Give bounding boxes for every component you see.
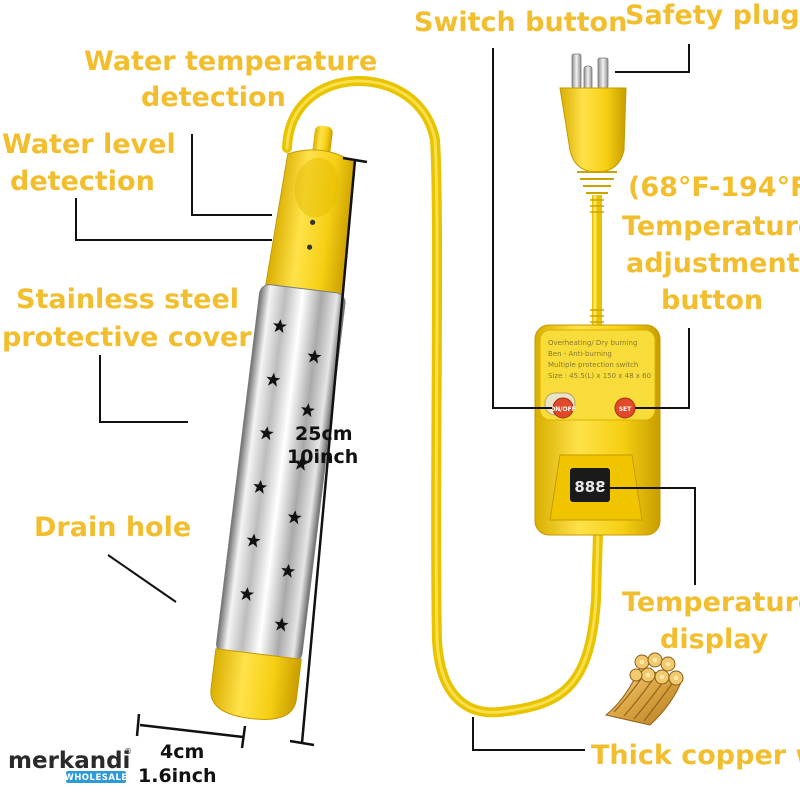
watermark-brand: merkandi bbox=[8, 748, 130, 774]
merkandi-watermark: merkandi ® WHOLESALE bbox=[8, 747, 132, 783]
label-temp-adjust-1: Temperature bbox=[622, 211, 800, 242]
label-water-level-1: Water level bbox=[2, 129, 176, 160]
dimension-lines bbox=[135, 156, 368, 749]
label-stainless-1: Stainless steel bbox=[16, 284, 239, 315]
label-water-level-2: detection bbox=[10, 166, 155, 197]
switch-button-text: ON/OFF bbox=[550, 406, 576, 413]
dimension-length-cm: 25cm bbox=[295, 423, 353, 445]
label-drain-hole: Drain hole bbox=[34, 512, 191, 543]
label-safety-plug: Safety plug bbox=[625, 0, 800, 31]
temperature-adjustment-button-text: SET bbox=[619, 406, 632, 413]
label-temp-adjust-3: button bbox=[661, 285, 763, 316]
label-water-temperature-2: detection bbox=[141, 82, 286, 113]
heater-element bbox=[210, 125, 354, 720]
dimension-width-cm: 4cm bbox=[160, 741, 204, 763]
control-print-4: Size : 45.5(L) x 150 x 48 x 60 bbox=[548, 372, 651, 380]
label-temp-display-2: display bbox=[660, 624, 769, 655]
control-print-3: Multiple protection switch bbox=[548, 361, 638, 369]
temperature-display-value: 888 bbox=[574, 478, 605, 496]
label-temp-range: (68°F-194°F) bbox=[628, 172, 800, 203]
label-temp-adjust-2: adjustment bbox=[626, 248, 800, 279]
watermark-registered: ® bbox=[124, 747, 132, 756]
cord-strain-relief bbox=[590, 199, 604, 323]
temperature-display bbox=[570, 468, 610, 502]
copper-wire-bundle bbox=[604, 652, 684, 726]
label-switch-button: Switch button bbox=[414, 7, 627, 38]
label-water-temperature-1: Water temperature bbox=[84, 46, 377, 77]
label-temp-display-1: Temperature bbox=[622, 587, 800, 618]
label-stainless-2: protective cover bbox=[2, 322, 252, 353]
safety-plug bbox=[559, 53, 627, 194]
callout-lines bbox=[75, 44, 696, 751]
control-print-2: Ben - Anti-burning bbox=[548, 350, 612, 358]
label-thick-copper-wire: Thick copper wire bbox=[591, 740, 800, 771]
switch-button[interactable] bbox=[552, 397, 574, 419]
control-box: Overheating/ Dry burning Ben - Anti-burn… bbox=[534, 324, 661, 536]
dimension-width-inch: 1.6inch bbox=[138, 765, 217, 787]
dimension-length-inch: 10inch bbox=[287, 446, 358, 468]
watermark-badge: WHOLESALE bbox=[64, 773, 127, 783]
control-print-1: Overheating/ Dry burning bbox=[548, 339, 637, 347]
